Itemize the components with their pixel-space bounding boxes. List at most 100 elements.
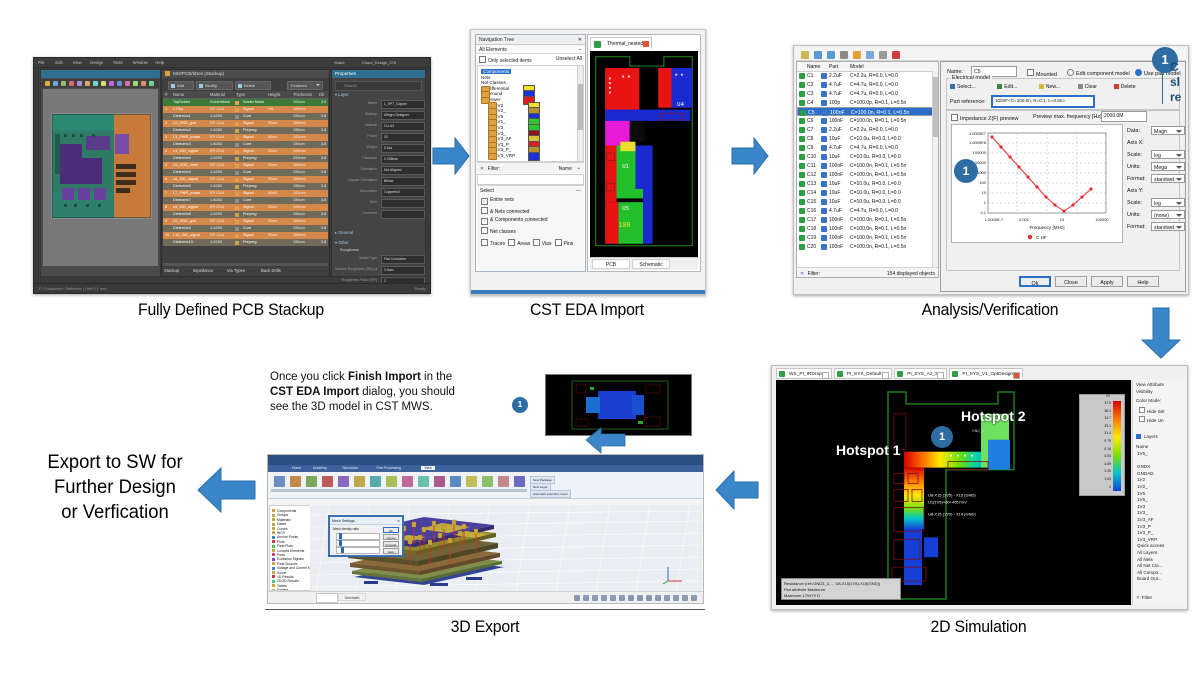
p1-prop-row-12[interactable]: Surface Roughness (SR) [um]0.5um (335, 266, 425, 275)
p5-status-icon-3[interactable] (664, 594, 670, 601)
p3-list-scrollbar[interactable] (932, 71, 938, 267)
p4-hide-option-0[interactable]: Hide Sel (1139, 407, 1164, 414)
p2-tree-item-1v3-p[interactable]: 1V3_P (495, 141, 509, 147)
p5-ribbon-icon-0[interactable] (274, 476, 285, 487)
p5-status-icon-2[interactable] (673, 594, 679, 601)
p4-layer-gndad-3[interactable]: GNDAD (1137, 470, 1154, 476)
p2-select-sub-3[interactable]: Pins (554, 239, 573, 247)
only-selected-checkbox[interactable] (479, 56, 486, 63)
p5-ribbon-tab-modeling[interactable]: Modeling (312, 465, 327, 470)
p3-plot-setting-value-3[interactable]: Mega (1151, 162, 1185, 171)
p2-filter-mode[interactable]: Name (558, 165, 572, 172)
p1-project-toolbar[interactable] (42, 79, 159, 88)
p1-menu-design[interactable]: Design (90, 59, 104, 65)
p5-status-icon-13[interactable] (574, 594, 580, 601)
p5-ribbon-icon-1[interactable] (290, 476, 301, 487)
p2-navtree-sub[interactable]: All Elements ⌄ (476, 45, 585, 54)
p1-menu-edit[interactable]: Edit (55, 59, 63, 65)
p4-layer-1v2-4[interactable]: 1V2 (1137, 477, 1146, 483)
p5-ribbon-icon-4[interactable] (338, 476, 349, 487)
p2-tree-item-ground[interactable]: ground (488, 91, 503, 97)
p3-toolbar-icon-0[interactable] (801, 50, 809, 59)
impedance-preview-checkbox[interactable] (951, 114, 958, 121)
p4-layer-all-compo--18[interactable]: All Compo... (1137, 569, 1163, 575)
p3-emodel-btn-clear[interactable]: Clear (1077, 84, 1097, 90)
p2-tree-item-1v3-af[interactable]: 1V3_AF (495, 136, 512, 142)
p3-emodel-btn-edit[interactable]: Edit... (997, 84, 1017, 90)
p5-ribbon-tab-simulation[interactable]: Simulation (342, 465, 359, 470)
p1-tool-4[interactable] (77, 81, 82, 86)
p2-tree-item-1v3[interactable]: 1V3 (495, 125, 504, 130)
checkbox-icon[interactable] (1139, 416, 1145, 422)
p2-select-option-0[interactable]: ✓Entire nets (481, 197, 514, 205)
p2-select-option-3[interactable]: Net classes (481, 227, 516, 235)
p2-navigation-tree[interactable]: Navigation Tree ✕ All Elements ⌄ Only se… (475, 34, 586, 272)
p3-part-ref-field[interactable]: 100nF<C=100.0n, R=0.1, L=0.5n> (991, 95, 1095, 108)
p3-footer-btn-help[interactable]: Help (1127, 276, 1159, 287)
p4-layer-1v5--0[interactable]: 1V5_ (1137, 451, 1148, 456)
p3-toolbar-icon-1[interactable] (814, 50, 822, 59)
p1-button-delete[interactable]: Delete (234, 81, 271, 90)
p1-tab-impedance[interactable]: Impedance (192, 268, 214, 273)
p4-doc-tab-pi-sys-v1-optdesign-[interactable]: PI_SYS_V1_OptDesign* (949, 368, 1024, 379)
p1-tool-9[interactable] (117, 81, 122, 86)
p5-tree-row-2d-3d-results[interactable]: 2D/3D Results (277, 579, 299, 584)
p2-tree-item-1v3-vrp[interactable]: 1V3_VRP (495, 153, 516, 158)
p5-status-icon-12[interactable] (583, 594, 589, 601)
close-icon[interactable]: ✕ (577, 37, 582, 43)
p1-tool-11[interactable] (133, 81, 138, 86)
p5-tree-row-plots[interactable]: Plots (277, 539, 285, 544)
p3-edit-model-option[interactable]: Edit component model (1067, 69, 1130, 77)
p5-tree-row-groups[interactable]: Groups (277, 513, 289, 518)
p5-dialog-button-compute[interactable]: Compute (383, 541, 399, 547)
p4-doc-tab-pi-sys-default[interactable]: PI_SYS_Default (833, 368, 893, 379)
p2-tree-item-differential[interactable]: differential (488, 85, 510, 91)
p3-plot-setting-value-2[interactable]: log (1151, 150, 1185, 159)
p5-tree-row-field-sources[interactable]: Field Sources (277, 561, 298, 566)
p1-toolbar-cloud-design-070[interactable]: Cloud_Design_070 (362, 59, 397, 65)
p3-impedance-preview-option[interactable]: Impedance Z(F) preview (951, 114, 1018, 122)
square-icon[interactable] (882, 371, 890, 379)
p2-filter-row[interactable]: ✕ Filter: Name ⌄ (477, 162, 584, 173)
p5-ribbon-icon-13[interactable] (482, 476, 493, 487)
p1-button-add[interactable]: Add (168, 81, 195, 90)
slider-knob[interactable] (339, 533, 342, 539)
p5-dialog-button-help[interactable]: Help (383, 548, 399, 554)
p4-layer-1v3-af-10[interactable]: 1V3_AF (1137, 517, 1154, 522)
p2-select-sub-0[interactable]: Traces (481, 239, 505, 247)
filter-icon[interactable]: ✕ (480, 165, 485, 172)
close-icon[interactable]: ✕ (396, 519, 400, 523)
p5-ribbon-icon-9[interactable] (418, 476, 429, 487)
p4-layer-all-net-cla--17[interactable]: All Net Cla... (1137, 563, 1163, 569)
p3-footer-btn-close[interactable]: Close (1055, 276, 1087, 287)
p1-features-button[interactable]: Features (287, 81, 323, 90)
p3-footer-btn-ok[interactable]: Ok (1019, 276, 1051, 287)
p3-toolbar[interactable] (796, 48, 1186, 61)
p1-prop-field[interactable]: Copperfoil (381, 188, 425, 197)
p3-component-dialog[interactable]: Name: C5 Mounted Edit component model Us… (940, 61, 1186, 292)
p4-hide-option-1[interactable]: Hide Un (1139, 416, 1164, 423)
p1-prop-field[interactable] (381, 199, 425, 208)
p4-layer-quick-access-14[interactable]: Quick access (1137, 543, 1165, 549)
